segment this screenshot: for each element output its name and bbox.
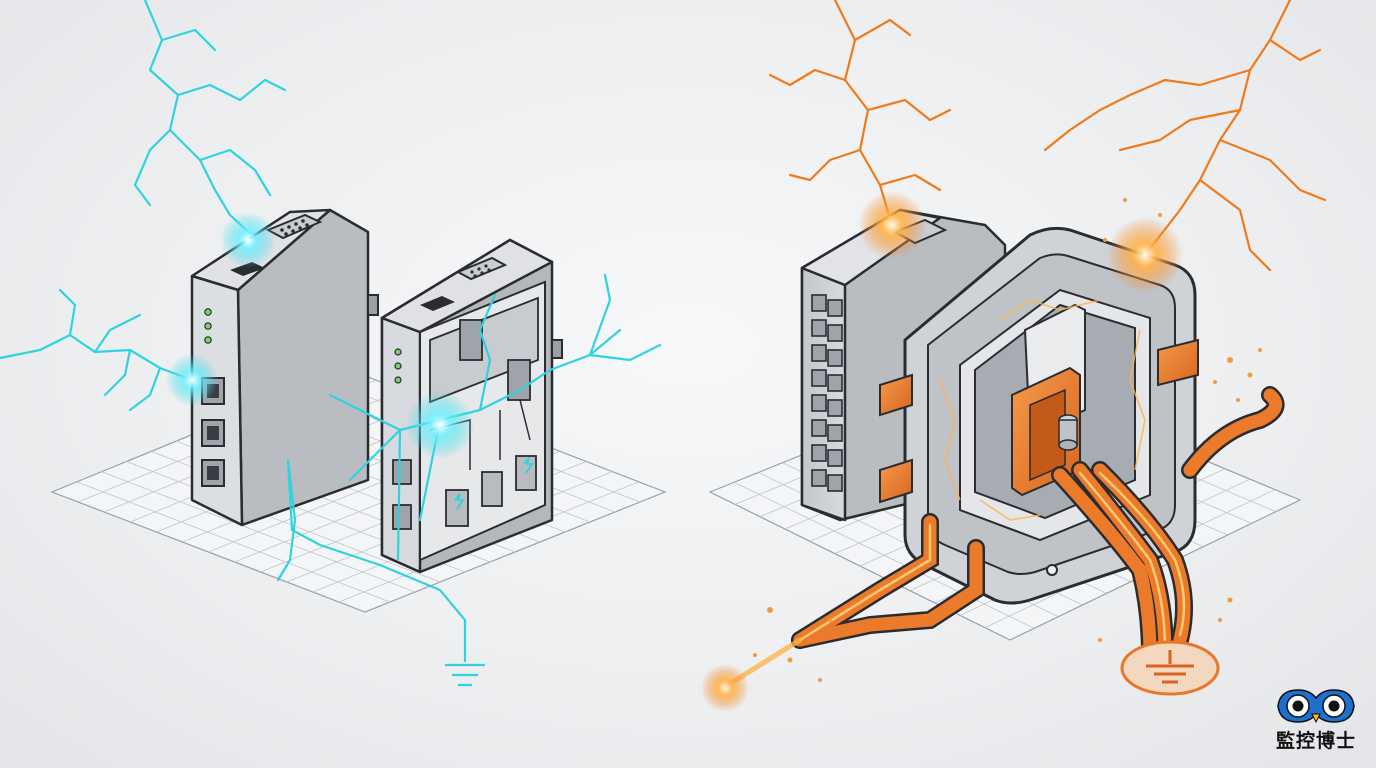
brand-name: 監控博士 [1275,730,1356,752]
spark-glow-icon [858,191,926,259]
spark-glow-icon [406,391,474,459]
ground-symbol-left-icon [286,429,485,687]
left-lightning-bolts [0,0,662,582]
spark-glow-icon [166,354,218,406]
left-cutaway-device [380,238,563,574]
status-led-icons [204,308,212,344]
right-lightning-bolts [768,0,1327,272]
component-chip-icons [445,455,537,527]
spark-glow-icon [1107,217,1183,293]
spark-particles [753,198,1262,682]
spark-glow-icon [701,664,749,712]
brand-logo: 監控博士 [1270,684,1362,754]
ethernet-port-icons [811,294,843,492]
copper-core-icon [1011,366,1081,497]
copper-ground-cables [717,386,1285,693]
inner-energy-arcs [939,299,1146,521]
left-switch-device [190,208,379,527]
owl-eyes-logo-icon [1277,689,1355,724]
ground-symbol-right-icon [1120,640,1220,696]
spark-glow-icon [220,212,276,268]
